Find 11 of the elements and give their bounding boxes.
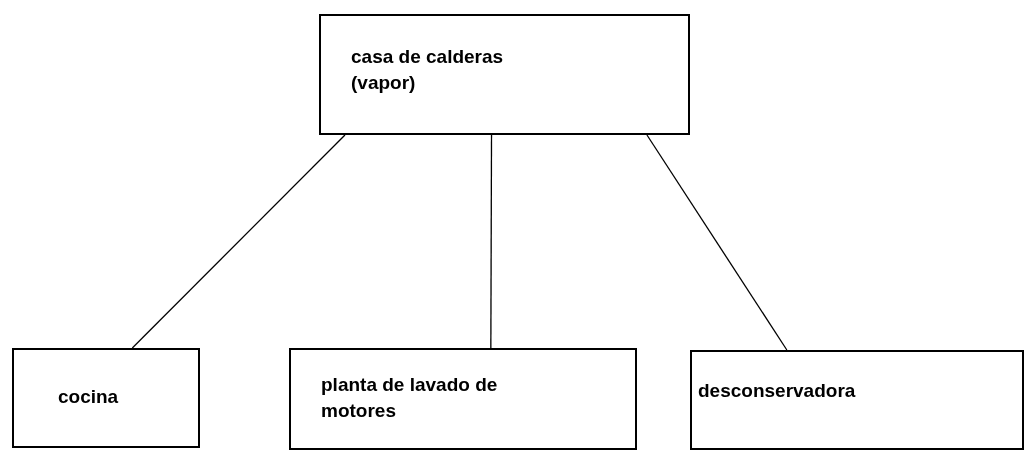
process-box xyxy=(690,350,1024,450)
process-box xyxy=(289,348,637,450)
connector-line xyxy=(646,134,788,351)
box-label: cocina xyxy=(58,385,120,409)
connector-line xyxy=(131,134,346,349)
process-box xyxy=(12,348,200,448)
box-label: desconservadora xyxy=(698,379,857,403)
connector-line xyxy=(490,134,493,349)
box-label: casa de calderas (vapor) xyxy=(351,45,505,95)
box-label: planta de lavado de motores xyxy=(321,373,499,423)
process-box xyxy=(319,14,690,135)
